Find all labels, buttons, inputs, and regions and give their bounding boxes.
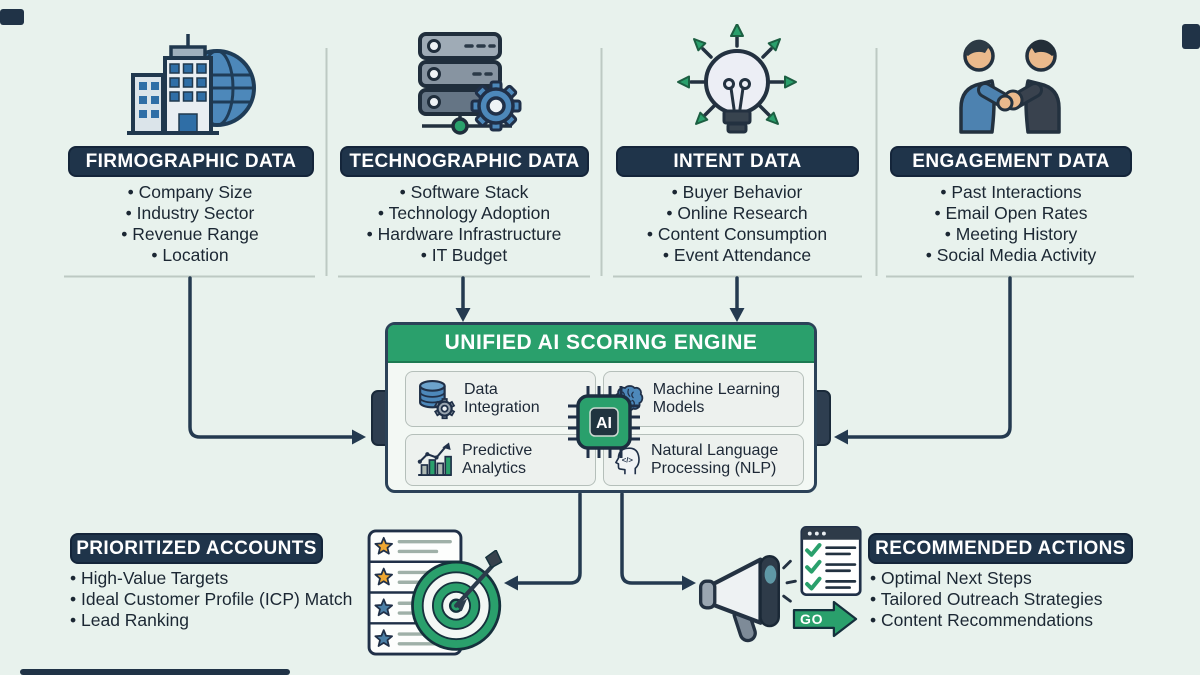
handshake-icon [959,39,1061,134]
source-title: FIRMOGRAPHIC DATA [85,150,297,172]
output-title-pill-prioritized-accounts: PRIORITIZED ACCOUNTS [70,533,323,564]
frame-artifact [20,669,290,675]
source-title-pill-technographic: TECHNOGRAPHIC DATA [340,146,589,177]
list-item: Revenue Range [55,224,325,245]
flow-arrows [188,276,1012,585]
list-item: Ideal Customer Profile (ICP) Match [70,589,380,610]
module-label: Predictive Analytics [462,441,533,477]
prioritized-accounts-list: High-Value Targets Ideal Customer Profil… [70,568,380,631]
list-item: Content Recommendations [870,610,1190,631]
list-item: Social Media Activity [876,245,1146,266]
bar-chart-icon [417,442,452,477]
source-title-pill-firmographic: FIRMOGRAPHIC DATA [68,146,314,177]
list-item: Tailored Outreach Strategies [870,589,1190,610]
svg-text:</>: </> [622,456,634,465]
list-item: Past Interactions [876,182,1146,203]
building-globe-icon [127,34,256,135]
source-list-engagement: Past Interactions Email Open Rates Meeti… [876,182,1146,266]
engine-title: UNIFIED AI SCORING ENGINE [444,331,758,354]
ai-chip-icon: AI [568,386,640,458]
source-title: INTENT DATA [673,150,802,172]
module-nlp: </> Natural Language Processing (NLP) [603,434,804,486]
module-label: Machine Learning Models [652,380,780,416]
output-title: PRIORITIZED ACCOUNTS [76,537,317,559]
lightbulb-arrows-icon [677,24,797,134]
list-item: Meeting History [876,224,1146,245]
output-title-pill-recommended-actions: RECOMMENDED ACTIONS [868,533,1133,564]
list-item: IT Budget [329,245,599,266]
server-gear-icon [418,32,522,135]
module-data-integration: Data Integration [405,371,596,427]
target-icon [411,550,503,651]
list-item: Online Research [602,203,872,224]
list-item: Software Stack [329,182,599,203]
source-title: ENGAGEMENT DATA [912,150,1110,172]
output-title: RECOMMENDED ACTIONS [875,537,1126,559]
go-arrow-icon: GO [792,600,858,638]
list-item: Lead Ranking [70,610,380,631]
ai-chip-label: AI [596,415,612,432]
gear-icon [470,80,522,132]
source-title-pill-intent: INTENT DATA [616,146,859,177]
database-gear-icon [419,379,456,420]
list-item: High-Value Targets [70,568,380,589]
list-item: Company Size [55,182,325,203]
frame-artifact [0,9,24,25]
module-predictive-analytics: Predictive Analytics [405,434,596,486]
module-label: Natural Language Processing (NLP) [651,441,779,477]
source-list-firmographic: Company Size Industry Sector Revenue Ran… [55,182,325,266]
list-item: Buyer Behavior [602,182,872,203]
list-item: Email Open Rates [876,203,1146,224]
megaphone-icon [698,555,797,643]
module-label: Data Integration [464,380,540,416]
source-list-intent: Buyer Behavior Online Research Content C… [602,182,872,266]
source-title: TECHNOGRAPHIC DATA [349,150,580,172]
engine-body: Data Integration Machine Learning Models [388,363,814,500]
list-item: Location [55,245,325,266]
arrowheads [352,308,848,591]
checklist-icon [800,526,862,596]
frame-artifact [1182,24,1200,49]
source-list-technographic: Software Stack Technology Adoption Hardw… [329,182,599,266]
list-item: Event Attendance [602,245,872,266]
list-item: Hardware Infrastructure [329,224,599,245]
list-item: Content Consumption [602,224,872,245]
go-arrow-label: GO [800,611,823,627]
list-item: Industry Sector [55,203,325,224]
engine-header: UNIFIED AI SCORING ENGINE [388,325,814,363]
recommended-actions-list: Optimal Next Steps Tailored Outreach Str… [870,568,1190,631]
source-title-pill-engagement: ENGAGEMENT DATA [890,146,1132,177]
list-item: Technology Adoption [329,203,599,224]
list-item: Optimal Next Steps [870,568,1190,589]
